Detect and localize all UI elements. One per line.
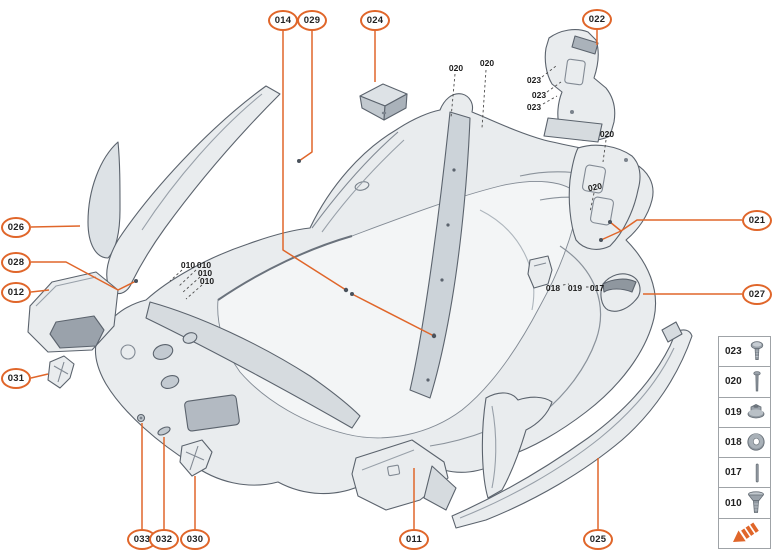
fender-piece-part bbox=[481, 392, 553, 499]
rear-bracket-part-021 bbox=[568, 144, 641, 250]
main-body-shell bbox=[94, 93, 657, 495]
fastener-legend-table: 023 020 019 018 bbox=[718, 336, 771, 549]
callout-025[interactable]: 025 bbox=[583, 529, 613, 550]
callout-032[interactable]: 032 bbox=[149, 529, 179, 550]
box-part-024 bbox=[359, 83, 408, 121]
long-bolt-icon bbox=[753, 371, 761, 392]
leader-end-fasteners bbox=[134, 159, 612, 339]
legend-row-direction[interactable] bbox=[719, 517, 770, 548]
part-ref-label-023: 023 bbox=[526, 75, 542, 85]
a-pillar-rail-part bbox=[87, 85, 281, 295]
callout-022[interactable]: 022 bbox=[582, 9, 612, 30]
part-ref-label-010: 010 bbox=[180, 260, 196, 270]
part-ref-label-020: 020 bbox=[599, 129, 615, 139]
part-ref-label-019: 019 bbox=[567, 283, 583, 293]
direction-arrow-icon bbox=[732, 522, 759, 543]
callout-031[interactable]: 031 bbox=[1, 368, 31, 389]
callout-011[interactable]: 011 bbox=[399, 529, 429, 550]
sill-part-025 bbox=[451, 321, 693, 529]
part-ref-label-020: 020 bbox=[448, 63, 464, 73]
grommet-part-032 bbox=[157, 426, 171, 436]
callout-012[interactable]: 012 bbox=[1, 282, 31, 303]
legend-row-019[interactable]: 019 bbox=[719, 396, 770, 427]
countersunk-screw-icon bbox=[747, 491, 765, 513]
callout-024[interactable]: 024 bbox=[360, 10, 390, 31]
legend-row-018[interactable]: 018 bbox=[719, 426, 770, 457]
b-pillar-bracket-part-022 bbox=[543, 29, 616, 143]
legend-code: 017 bbox=[725, 467, 742, 479]
part-ref-label-023: 023 bbox=[531, 90, 547, 100]
part-ref-label-010: 010 bbox=[196, 260, 212, 270]
callout-028[interactable]: 028 bbox=[1, 252, 31, 273]
tub-part-012 bbox=[27, 271, 119, 353]
pan-head-screw-icon bbox=[750, 340, 764, 360]
legend-code: 010 bbox=[725, 497, 742, 509]
shovel-bracket-part-027 bbox=[600, 273, 641, 312]
bracket-part-030 bbox=[179, 439, 213, 477]
legend-row-023[interactable]: 023 bbox=[719, 337, 770, 366]
small-bracket-part-017 bbox=[527, 255, 553, 289]
small-bracket-part-031 bbox=[47, 355, 75, 389]
callout-014[interactable]: 014 bbox=[268, 10, 298, 31]
panel-part-011 bbox=[351, 439, 457, 511]
callout-leader-lines bbox=[30, 29, 742, 529]
legend-row-010[interactable]: 010 bbox=[719, 487, 770, 517]
legend-code: 018 bbox=[725, 436, 742, 448]
part-ref-label-020: 020 bbox=[479, 58, 495, 68]
callout-030[interactable]: 030 bbox=[180, 529, 210, 550]
part-ref-label-010: 010 bbox=[199, 276, 215, 286]
part-ref-label-010: 010 bbox=[197, 268, 213, 278]
callout-027[interactable]: 027 bbox=[742, 284, 772, 305]
dashed-reference-leaders bbox=[169, 65, 607, 300]
nut-part-033 bbox=[136, 413, 146, 423]
washer-icon bbox=[747, 433, 765, 452]
part-ref-label-023: 023 bbox=[526, 102, 542, 112]
part-ref-label-018: 018 bbox=[545, 283, 561, 293]
callout-029[interactable]: 029 bbox=[297, 10, 327, 31]
legend-row-017[interactable]: 017 bbox=[719, 457, 770, 487]
legend-row-020[interactable]: 020 bbox=[719, 366, 770, 396]
legend-code: 023 bbox=[725, 346, 742, 358]
callout-021[interactable]: 021 bbox=[742, 210, 772, 231]
legend-code: 019 bbox=[725, 406, 742, 418]
legend-code: 020 bbox=[725, 376, 742, 388]
callout-026[interactable]: 026 bbox=[1, 217, 31, 238]
flange-nut-icon bbox=[747, 404, 765, 419]
pin-icon bbox=[755, 463, 759, 483]
part-ref-label-017: 017 bbox=[589, 283, 605, 293]
